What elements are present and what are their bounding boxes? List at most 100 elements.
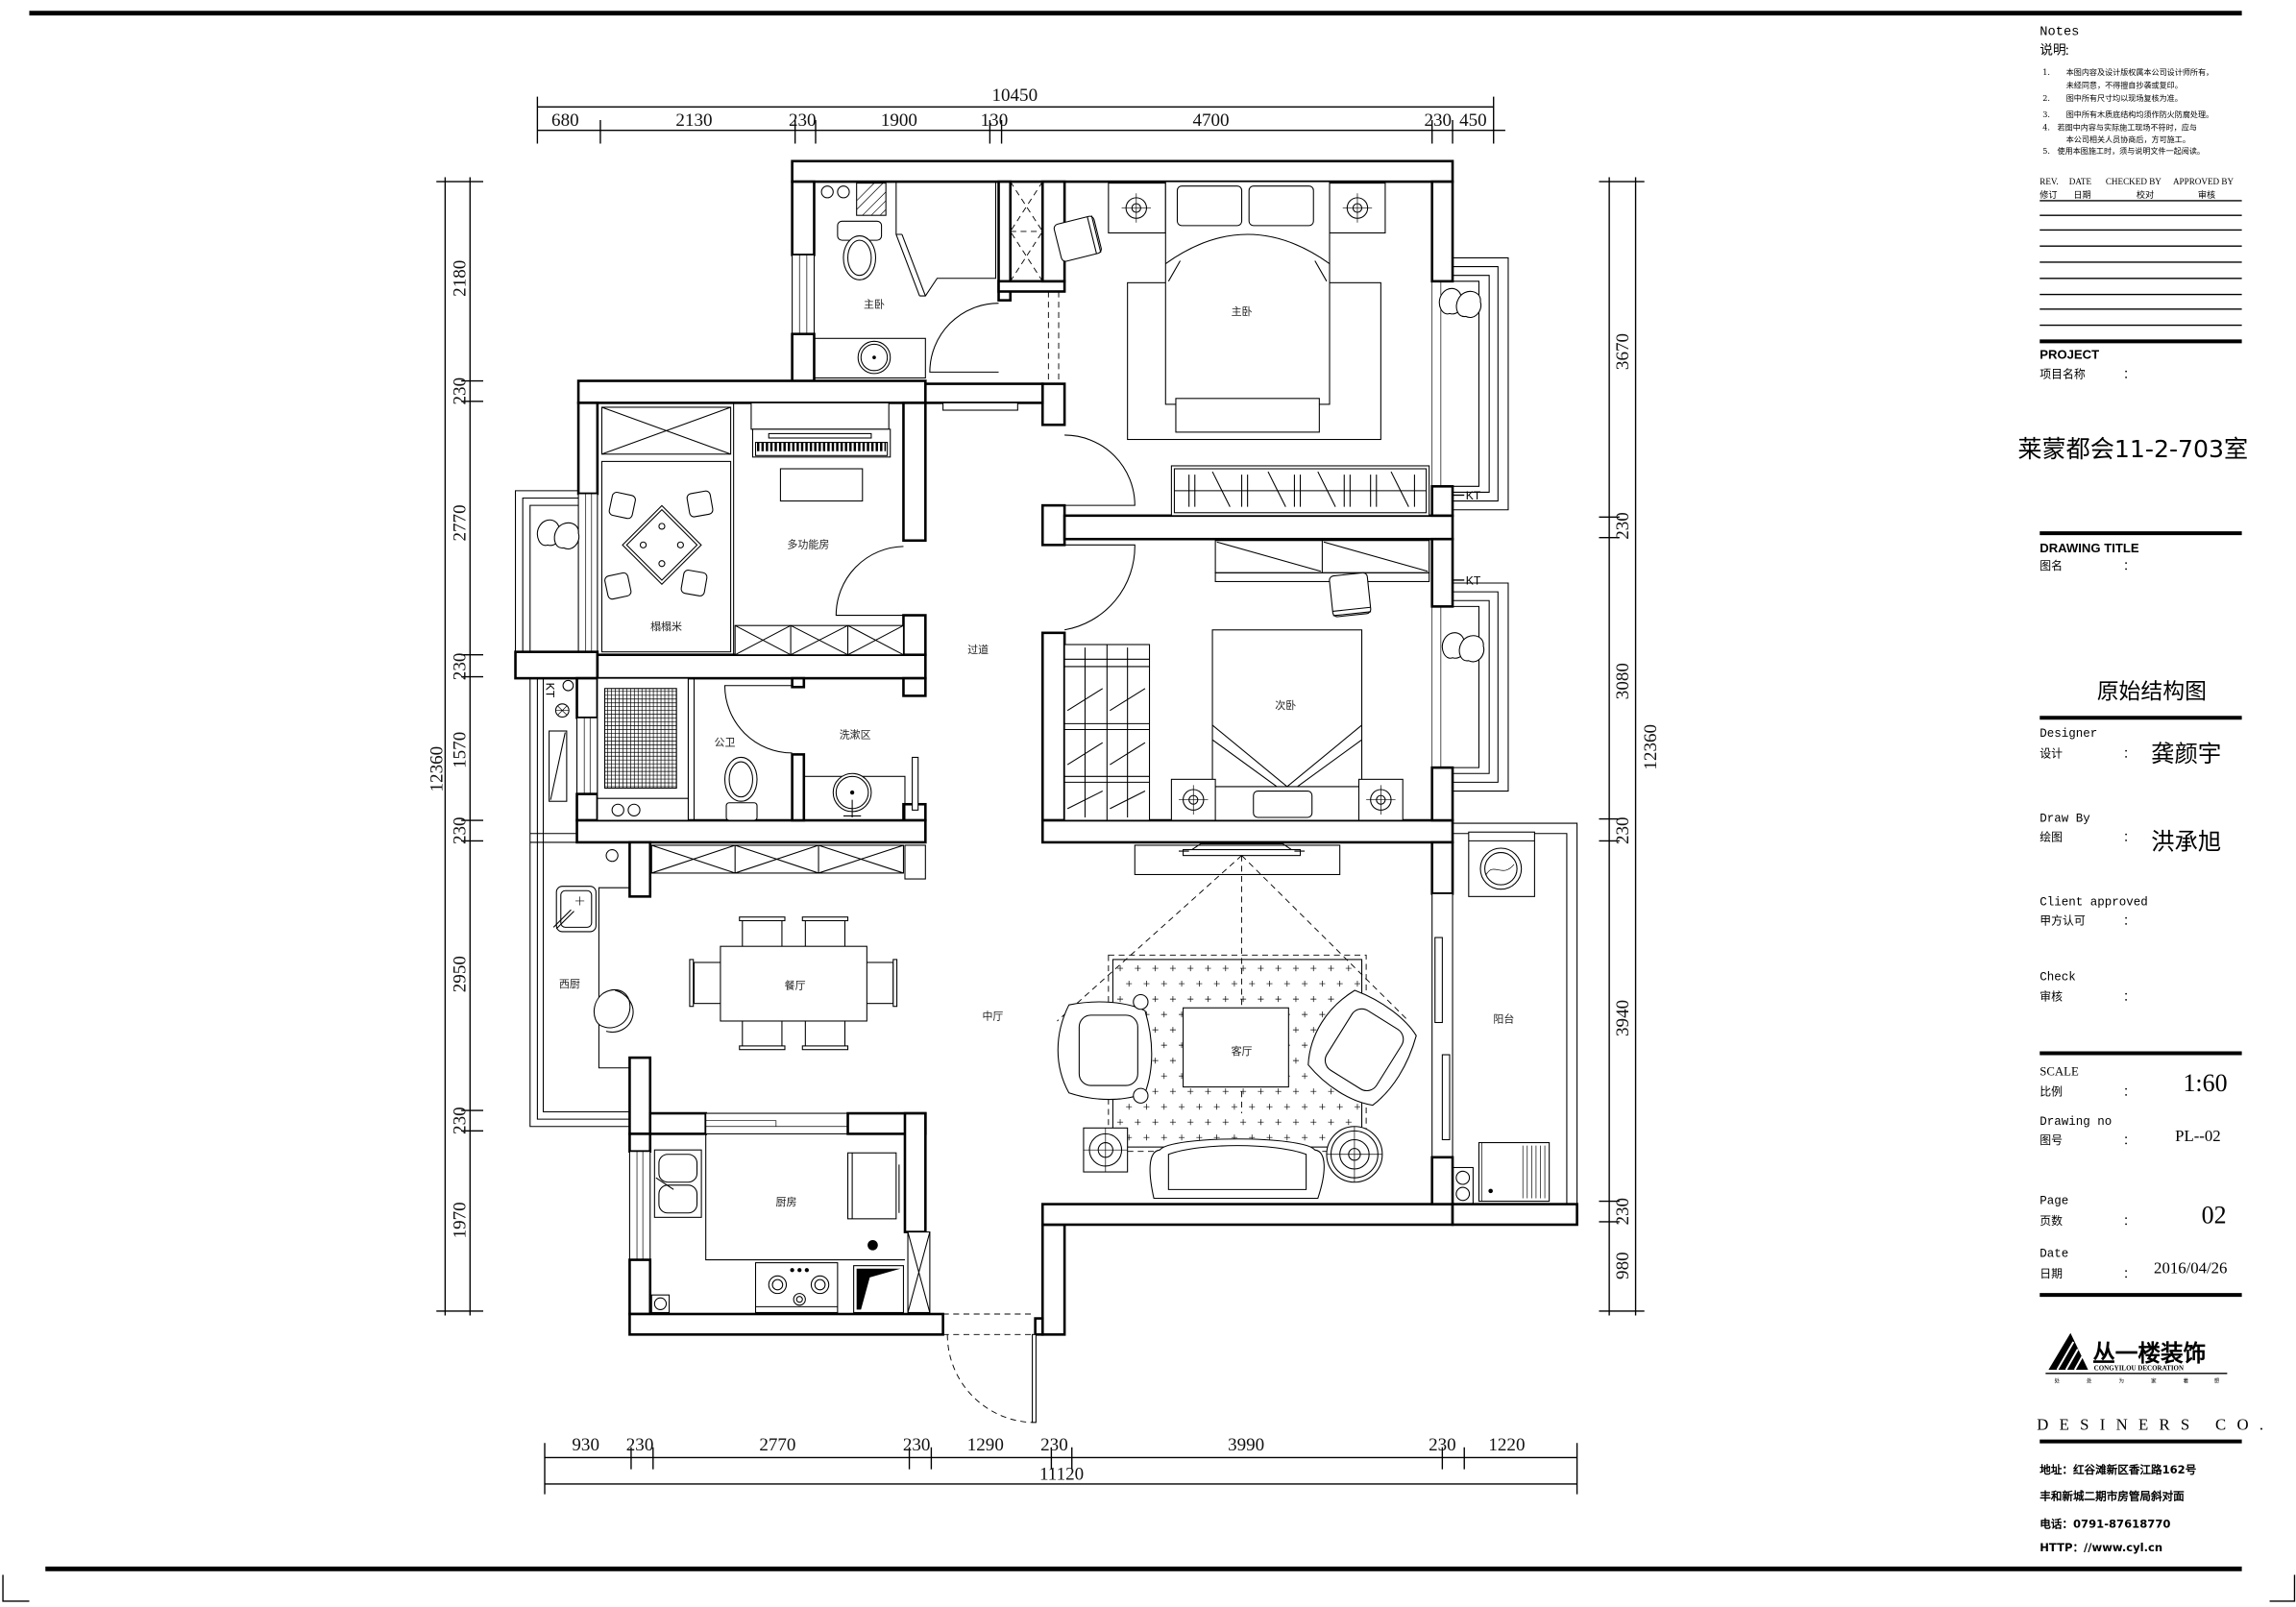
cushion-icon bbox=[608, 491, 636, 520]
cushion-icon bbox=[680, 570, 708, 597]
dim-segment: 230 bbox=[1425, 110, 1453, 131]
sofa-seat bbox=[1167, 1145, 1307, 1190]
wall bbox=[791, 332, 816, 385]
wall bbox=[1040, 1203, 1454, 1227]
bar-stool-back bbox=[605, 989, 634, 1033]
cushion-icon bbox=[686, 490, 714, 518]
project-name: 莱蒙都会11-2-703室 bbox=[2017, 435, 2248, 463]
door-swing-master-bath bbox=[929, 303, 999, 373]
cabinet-cross bbox=[907, 1231, 931, 1313]
rev-header: REV. bbox=[2040, 177, 2058, 186]
window bbox=[705, 1112, 849, 1134]
wall bbox=[575, 818, 927, 844]
drawing-no-label: Drawing no bbox=[2040, 1115, 2112, 1129]
dim-ticks bbox=[1599, 181, 1645, 1312]
rev-header: DATE bbox=[2069, 177, 2092, 186]
sheet-frame bbox=[2, 11, 2296, 1602]
room-label-kitchen: 厨房 bbox=[776, 1196, 797, 1208]
burner-icon bbox=[768, 1275, 788, 1295]
dimension-bottom: 11120 930 230 2770 230 1290 230 3990 230… bbox=[544, 1435, 1578, 1495]
project-label: PROJECT bbox=[2040, 348, 2099, 362]
entrance-threshold bbox=[942, 1313, 1036, 1335]
wall bbox=[902, 614, 927, 657]
second-bedroom-furniture: 次卧 KT bbox=[1063, 540, 1485, 821]
designer-name: 龚颜宇 bbox=[2151, 740, 2221, 767]
armchair-icon bbox=[1057, 993, 1153, 1104]
colon: ： bbox=[2123, 367, 2135, 380]
dining-chair bbox=[742, 1018, 783, 1048]
rev-header: APPROVED BY bbox=[2173, 177, 2235, 186]
armchair-icon bbox=[1053, 215, 1102, 262]
logo-text-en: CONGYILOU DECORATION bbox=[2094, 1365, 2184, 1373]
dining-chair bbox=[693, 962, 722, 1005]
dining-chair bbox=[865, 962, 894, 1005]
dim-segment: 450 bbox=[1459, 110, 1487, 131]
wall bbox=[575, 792, 599, 822]
tv-stand bbox=[1179, 842, 1306, 852]
burner-icon bbox=[793, 1293, 806, 1306]
page-number: 02 bbox=[2202, 1201, 2227, 1229]
room-label-balcony: 阳台 bbox=[1493, 1011, 1514, 1025]
lamp-icon bbox=[1342, 193, 1373, 223]
colon: ： bbox=[2123, 1214, 2135, 1228]
wall bbox=[997, 280, 1066, 293]
date-label-cn: 日期 bbox=[2040, 1267, 2063, 1280]
sink-bowl bbox=[658, 1154, 698, 1183]
piano-bench bbox=[779, 468, 864, 502]
note-text: 未经同意，不得擅自抄袭或复印。 bbox=[2066, 81, 2183, 90]
note-text: 使用本图施工时，须与说明文件一起阅读。 bbox=[2058, 146, 2205, 156]
room-label-master-bedroom: 主卧 bbox=[1232, 305, 1253, 318]
room-label-public-bath: 公卫 bbox=[715, 736, 736, 748]
dim-segment: 230 bbox=[451, 377, 471, 405]
glass-partition bbox=[687, 678, 696, 821]
note-text: 本图内容及设计版权属本公司设计师所有， bbox=[2066, 67, 2213, 77]
chair-back bbox=[739, 916, 786, 922]
dim-segment: 2950 bbox=[451, 956, 471, 992]
wall bbox=[576, 402, 599, 496]
wall bbox=[1063, 514, 1454, 541]
revision-table-lines bbox=[2040, 200, 2242, 327]
chair-back bbox=[801, 1045, 849, 1051]
water-heater-diagonal bbox=[550, 732, 566, 800]
slogan-char: 处 bbox=[2087, 1377, 2092, 1385]
room-label-tatami: 榻榻米 bbox=[650, 620, 682, 633]
dining-chair bbox=[804, 919, 846, 949]
wall bbox=[514, 650, 599, 680]
notes-title-cn: 说明 bbox=[2040, 42, 2065, 58]
window-glazing bbox=[798, 255, 808, 334]
pillow bbox=[1253, 791, 1313, 818]
entrance-door-leaf bbox=[1032, 1333, 1037, 1424]
window bbox=[576, 717, 598, 795]
dim-segment: 230 bbox=[451, 653, 471, 681]
dim-segment: 980 bbox=[1613, 1252, 1633, 1279]
window-glazing bbox=[583, 718, 591, 794]
blanket-fold bbox=[1164, 233, 1331, 282]
client-approved-label-cn: 甲方认可 bbox=[2040, 913, 2086, 927]
company-website: HTTP：//www.cyl.cn bbox=[2040, 1541, 2162, 1554]
window bbox=[628, 1151, 651, 1261]
left-lower-balcony bbox=[529, 678, 630, 1128]
colon: ： bbox=[2123, 830, 2135, 843]
wall bbox=[924, 382, 1044, 404]
lamp-icon bbox=[1083, 1128, 1128, 1173]
rev-header: CHECKED BY bbox=[2106, 177, 2162, 186]
piano-body bbox=[750, 402, 890, 430]
dim-segment: 230 bbox=[789, 110, 817, 131]
sliding-panel bbox=[1434, 937, 1443, 1024]
wardrobe-hangers bbox=[1064, 645, 1150, 821]
storage-vents bbox=[1481, 1142, 1546, 1202]
window-glazing bbox=[1431, 606, 1442, 768]
title-block: Notes 说明 ： 1. 本图内容及设计版权属本公司设计师所有， 未经同意，不… bbox=[2017, 26, 2263, 1554]
refrigerator bbox=[846, 1152, 897, 1220]
scale-value: 1:60 bbox=[2183, 1069, 2227, 1097]
room-label-western-kitchen: 西厨 bbox=[559, 978, 580, 990]
water-heater bbox=[549, 730, 568, 802]
room-label-corridor: 过道 bbox=[967, 643, 989, 656]
pipe-icon bbox=[605, 849, 619, 863]
faucet-icon bbox=[552, 909, 574, 930]
note-text: 图中所有尺寸均以现场复核为准。 bbox=[2066, 93, 2183, 103]
window-glazing bbox=[636, 1151, 644, 1260]
music-rest bbox=[768, 432, 872, 439]
